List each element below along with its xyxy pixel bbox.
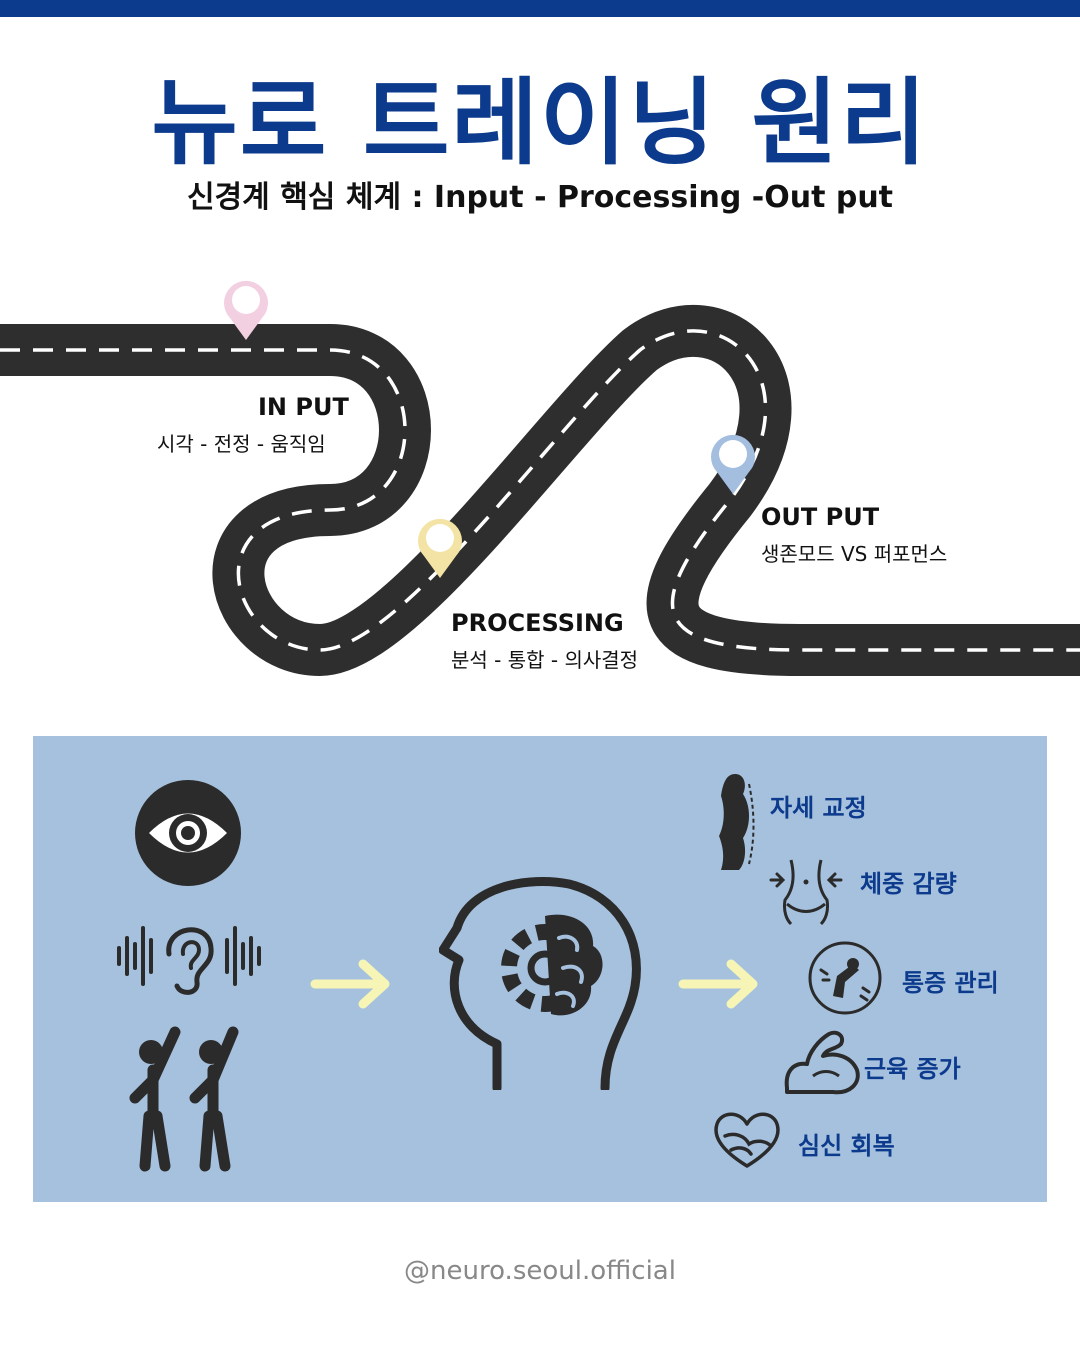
stretching-people-icon (129, 1026, 239, 1172)
arrow-right-icon (310, 959, 390, 1009)
input-stage-desc: 시각 - 전정 - 움직임 (157, 432, 326, 456)
page-title: 뉴로 트레이닝 원리 (151, 69, 929, 178)
road (0, 305, 1080, 676)
output-stage-desc: 생존모드 VS 퍼포먼스 (761, 542, 948, 566)
ear-sound-icon (117, 926, 261, 995)
outcome-label-pain: 통증 관리 (902, 969, 999, 997)
footer-handle: @neuro.seoul.official (404, 1256, 676, 1286)
arrow-right-icon (678, 959, 758, 1009)
page-subtitle: 신경계 핵심 체계 : Input - Processing -Out put (186, 180, 894, 215)
road-center-line (0, 329, 1080, 652)
waist-icon (769, 859, 843, 926)
flow-panel: 자세 교정 체중 감량 통증 관리 근육 증가 심신 회복 (33, 736, 1047, 1202)
road-diagram (0, 280, 1080, 676)
flexed-arm-icon (784, 1030, 860, 1095)
input-pin-icon (224, 280, 268, 340)
brain-gear-head-icon (439, 877, 641, 1090)
outcome-label-muscle: 근육 증가 (864, 1055, 961, 1083)
outcome-label-posture: 자세 교정 (770, 794, 867, 822)
input-stage-label: IN PUT (258, 393, 349, 421)
heart-hands-icon (714, 1112, 780, 1168)
outcome-label-recovery: 심신 회복 (798, 1132, 895, 1160)
eye-icon (135, 780, 241, 886)
processing-stage-desc: 분석 - 통합 - 의사결정 (451, 648, 639, 672)
top-bar (0, 0, 1080, 17)
output-pin-icon (711, 434, 755, 494)
output-stage-label: OUT PUT (761, 503, 880, 531)
posture-icon (719, 774, 755, 870)
processing-stage-label: PROCESSING (451, 609, 624, 637)
processing-pin-icon (418, 518, 462, 578)
joint-pain-icon (808, 941, 882, 1015)
outcome-label-weight: 체중 감량 (860, 870, 957, 898)
